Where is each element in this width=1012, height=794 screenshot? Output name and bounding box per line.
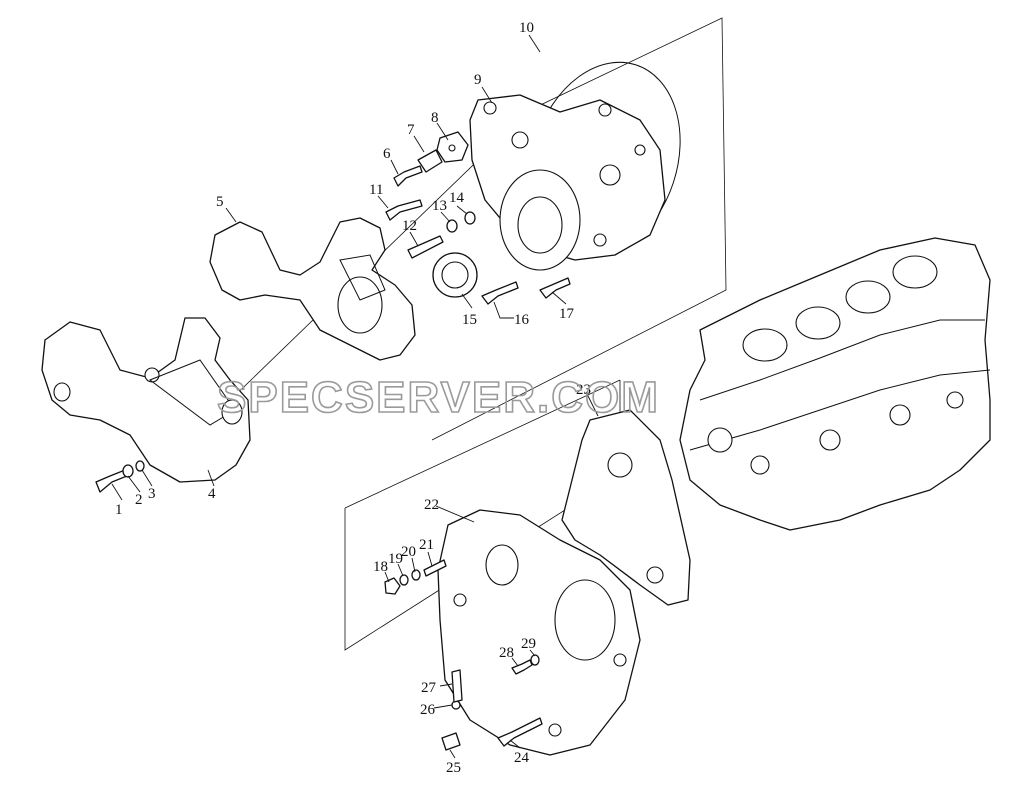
callout-19: 19 xyxy=(388,551,403,567)
gasket-7 xyxy=(417,149,443,173)
bolt-11 xyxy=(385,199,423,221)
cover-plate-8 xyxy=(436,131,469,163)
callout-15: 15 xyxy=(462,312,477,328)
nut-18 xyxy=(384,577,401,595)
callout-7: 7 xyxy=(407,122,415,138)
bolt-28 xyxy=(511,659,533,675)
washer-26 xyxy=(451,700,461,710)
callout-25: 25 xyxy=(446,760,461,776)
callout-14: 14 xyxy=(449,190,465,206)
assembly-plane-upper xyxy=(219,17,727,441)
oil-seal-15 xyxy=(432,252,478,298)
callout-4: 4 xyxy=(208,486,216,502)
washer-19 xyxy=(399,574,409,586)
washer-2 xyxy=(122,464,134,478)
timing-cover-22 xyxy=(437,509,641,756)
callout-20: 20 xyxy=(401,544,416,560)
washer-13 xyxy=(446,219,458,233)
leader-lines xyxy=(111,34,599,759)
stud-27 xyxy=(451,669,463,703)
bolt-24 xyxy=(497,717,543,747)
bolt-16 xyxy=(481,281,519,305)
watermark-text: SPECSERVER.COM xyxy=(217,373,660,422)
callout-1: 1 xyxy=(115,502,123,518)
callout-26: 26 xyxy=(420,702,436,718)
washer-3 xyxy=(135,460,145,472)
callout-16: 16 xyxy=(514,312,530,328)
callout-8: 8 xyxy=(431,110,439,126)
washer-14 xyxy=(464,211,476,225)
callout-6: 6 xyxy=(383,146,391,162)
dowel-25 xyxy=(441,732,461,751)
gasket-23 xyxy=(561,409,691,606)
gear-4 xyxy=(41,317,251,483)
callout-3: 3 xyxy=(148,486,156,502)
callout-10: 10 xyxy=(519,20,534,36)
callout-22: 22 xyxy=(424,497,439,513)
front-housing-9 xyxy=(469,94,666,271)
callout-labels: 1 2 3 4 5 6 7 8 9 10 11 12 13 14 15 16 1… xyxy=(115,20,591,776)
callout-9: 9 xyxy=(474,72,482,88)
callout-11: 11 xyxy=(369,182,383,198)
bolt-6 xyxy=(393,165,423,187)
callout-29: 29 xyxy=(521,636,536,652)
gear-5 xyxy=(209,217,416,361)
engine-cylinder-block xyxy=(679,237,991,531)
callout-18: 18 xyxy=(373,559,388,575)
callout-24: 24 xyxy=(514,750,530,766)
callout-28: 28 xyxy=(499,645,514,661)
callout-2: 2 xyxy=(135,492,143,508)
callout-12: 12 xyxy=(402,218,417,234)
callout-23: 23 xyxy=(576,382,591,398)
callout-5: 5 xyxy=(216,194,224,210)
callout-17: 17 xyxy=(559,306,575,322)
washer-20 xyxy=(411,569,421,581)
callout-27: 27 xyxy=(421,680,437,696)
washer-29 xyxy=(530,654,540,666)
bolt-17 xyxy=(539,277,571,299)
stud-21 xyxy=(423,559,447,577)
stud-12 xyxy=(407,235,444,259)
callout-13: 13 xyxy=(432,198,447,214)
callout-21: 21 xyxy=(419,537,434,553)
